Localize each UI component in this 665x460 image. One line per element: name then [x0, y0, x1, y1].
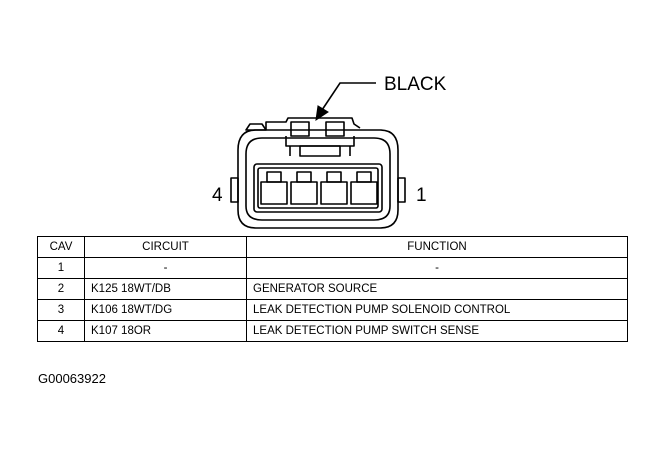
cavity-3	[290, 171, 318, 205]
header-function: FUNCTION	[246, 236, 628, 258]
figure-id: G00063922	[38, 371, 106, 386]
cell-cav: 4	[37, 320, 85, 342]
connector-diagram: BLACK 4 1	[212, 74, 447, 229]
cell-circuit: -	[84, 257, 247, 279]
cell-function: -	[246, 257, 628, 279]
cell-cav: 2	[37, 278, 85, 300]
cell-function: LEAK DETECTION PUMP SWITCH SENSE	[246, 320, 628, 342]
table-row: 4 K107 18OR LEAK DETECTION PUMP SWITCH S…	[37, 320, 628, 342]
table-row: 3 K106 18WT/DG LEAK DETECTION PUMP SOLEN…	[37, 299, 628, 321]
header-cav: CAV	[37, 236, 85, 258]
pinout-table: CAV CIRCUIT FUNCTION 1 - - 2 K125 18WT/D…	[37, 236, 628, 342]
table-row: 2 K125 18WT/DB GENERATOR SOURCE	[37, 278, 628, 300]
header-circuit: CIRCUIT	[84, 236, 247, 258]
cavity-label-right: 1	[416, 185, 427, 206]
color-leader-arrow	[315, 82, 376, 122]
cavity-4	[260, 171, 288, 205]
cell-function: GENERATOR SOURCE	[246, 278, 628, 300]
cell-circuit: K106 18WT/DG	[84, 299, 247, 321]
cavity-2	[320, 171, 348, 205]
cavity-1	[350, 171, 378, 205]
connector-latch	[245, 117, 361, 157]
cavity-label-left: 4	[212, 185, 223, 206]
cell-cav: 3	[37, 299, 85, 321]
table-row: 1 - -	[37, 257, 628, 279]
cell-circuit: K107 18OR	[84, 320, 247, 342]
terminal-block	[253, 163, 383, 213]
cell-cav: 1	[37, 257, 85, 279]
table-header-row: CAV CIRCUIT FUNCTION	[37, 236, 628, 258]
connector-color-label: BLACK	[384, 74, 447, 95]
cell-function: LEAK DETECTION PUMP SOLENOID CONTROL	[246, 299, 628, 321]
cell-circuit: K125 18WT/DB	[84, 278, 247, 300]
connector-housing	[230, 129, 406, 229]
